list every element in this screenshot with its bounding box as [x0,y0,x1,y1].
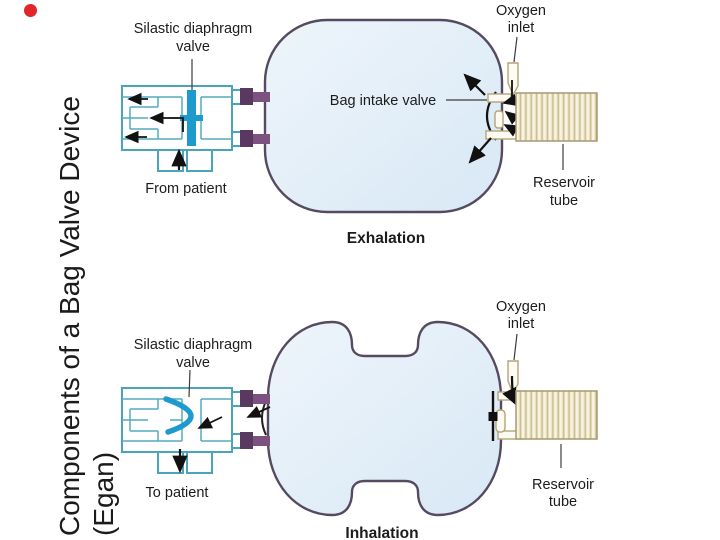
exhaust-arrow-mid [149,111,184,132]
inhalation-diagram: Silastic diaphragm valve To patient Oxyg… [121,299,598,540]
inlet-lower-bar [485,130,520,140]
oxygen-label-line2: inlet [508,20,535,36]
red-marker-dot [24,4,37,17]
inlet-upper-bar [487,93,512,103]
reservoir-flow-arrow-2 [503,124,520,137]
inhalation-valve-body [121,387,249,474]
oxygen-pointer-line-2 [513,333,518,361]
inflow-arrow-2 [246,406,271,418]
oxygen-pointer-line [513,36,518,63]
silastic-label-line2: valve [176,39,210,55]
reservoir-label-line2: tube [550,193,578,209]
inflow-arrow-1 [197,416,223,429]
exhalation-bag [263,18,504,214]
reservoir-tube-2 [515,390,598,440]
from-patient-label: From patient [145,181,226,197]
inhalation-connectors [240,390,270,449]
exhalation-diagram: Silastic diaphragm valve From patient Ba… [121,3,598,247]
silastic-label-2-line2: valve [176,355,210,371]
oxygen-flow-arrow [502,80,518,107]
bag-outlet-flap-arc [261,400,267,436]
reservoir-flow-arrow-1 [504,110,520,125]
silastic-label-line1: Silastic diaphragm [134,21,252,37]
oxygen-label-2-line1: Oxygen [496,299,546,315]
reservoir-tube [515,92,598,142]
oxygen-label-line1: Oxygen [496,3,546,19]
exhalation-caption: Exhalation [347,230,425,247]
to-patient-label: To patient [146,485,209,501]
inhalation-caption: Inhalation [345,525,418,540]
bag-fill-arrow-down [468,137,492,164]
inhalation-bag-squeezed [266,320,503,517]
reservoir-label-2-line2: tube [549,494,577,510]
silastic-pointer-line-2 [188,369,191,398]
reservoir-label-line1: Reservoir [533,175,595,191]
silastic-diaphragm-crossbar [180,115,203,121]
bag-intake-label: Bag intake valve [330,93,436,109]
reservoir-label-2-line1: Reservoir [532,477,594,493]
bag-intake-valve-disc [488,412,498,421]
silastic-label-2-line1: Silastic diaphragm [134,337,252,353]
oxygen-nozzle [507,62,519,97]
inlet-valve-seat [494,110,504,129]
silastic-diaphragm-open [163,396,194,435]
bag-fill-arrow-up [463,73,486,96]
oxygen-label-2-line2: inlet [508,316,535,332]
